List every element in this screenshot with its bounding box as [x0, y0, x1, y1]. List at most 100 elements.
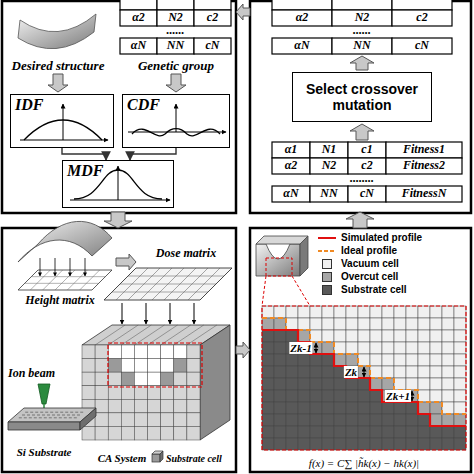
- ca-cell: [174, 413, 187, 427]
- text-label: NN: [353, 39, 370, 52]
- ca-cell: [406, 438, 418, 450]
- text-label: α2: [296, 11, 309, 24]
- ca-cell: [322, 306, 334, 318]
- ca-cell: [406, 366, 418, 378]
- ca-cell: [418, 342, 430, 354]
- ca-cell: [394, 378, 406, 390]
- ca-cell: [454, 426, 466, 438]
- plot-axis: [118, 166, 119, 200]
- ca-cell: [274, 390, 286, 402]
- ca-cell: [442, 390, 454, 402]
- ca-cell: [322, 402, 334, 414]
- text-label: c2: [361, 159, 372, 172]
- ca-cell: [454, 414, 466, 426]
- ca-cell: [430, 354, 442, 366]
- legend-swatch: [322, 272, 332, 282]
- ca-cell: [262, 378, 274, 390]
- legend-text: Simulated profile: [341, 232, 422, 243]
- text-label: Desired structure: [12, 59, 105, 73]
- ca-cell: [298, 366, 310, 378]
- ca-cell: [430, 414, 442, 426]
- grid-line: [108, 325, 138, 345]
- ca-cell: [358, 342, 370, 354]
- ca-cell: [442, 306, 454, 318]
- legend-text: Ideal profile: [341, 245, 397, 256]
- ca-cell: [286, 318, 298, 330]
- ca-cell: [382, 330, 394, 342]
- legend-entry: Substrate cell: [318, 284, 407, 295]
- ca-cell: [82, 372, 95, 386]
- table-cell: [348, 142, 386, 158]
- ideal-profile: [262, 318, 466, 414]
- ca-cell: [454, 354, 466, 366]
- ca-cell: [148, 413, 161, 427]
- ca-cell: [454, 342, 466, 354]
- ca-cell: [298, 330, 310, 342]
- table-cell: [310, 158, 348, 174]
- ca-cell: [134, 345, 147, 359]
- table-cell: [194, 38, 231, 54]
- ca-cell: [298, 354, 310, 366]
- ca-cell: [334, 342, 346, 354]
- height-arrow: [85, 258, 86, 276]
- ca-cell: [454, 306, 466, 318]
- ca-cell: [346, 330, 358, 342]
- height-surface: [18, 221, 112, 262]
- grid-line: [174, 325, 204, 345]
- ca-cell: [322, 354, 334, 366]
- grid-line: [25, 283, 99, 284]
- ca-cell: [442, 378, 454, 390]
- panel-frame: [250, 1, 471, 213]
- ca-cell: [382, 306, 394, 318]
- ca-cell: [174, 372, 187, 386]
- ca-cell: [430, 390, 442, 402]
- ca-cell: [298, 402, 310, 414]
- block-arrow: [350, 56, 374, 70]
- ca-cell: [161, 413, 174, 427]
- ca-cell: [406, 318, 418, 330]
- table-cell: [392, 0, 452, 10]
- ca-cell: [310, 330, 322, 342]
- ca-cell: [442, 414, 454, 426]
- table-cell: [120, 10, 157, 26]
- text-label: α1: [285, 143, 298, 156]
- text-label: Substrate cell: [166, 453, 222, 464]
- table-cell: [310, 142, 348, 158]
- grid-line: [112, 292, 208, 293]
- legend-text: Substrate cell: [341, 284, 407, 295]
- text-label: N2: [355, 11, 370, 24]
- ca-cell: [370, 330, 382, 342]
- ca-cell: [95, 386, 108, 400]
- ca-cell: [310, 378, 322, 390]
- grid-line: [31, 276, 105, 277]
- text-label: Si Substrate: [17, 446, 72, 458]
- text-label: αN: [294, 39, 309, 52]
- ca-cell: [121, 399, 134, 413]
- ca-cell: [148, 372, 161, 386]
- ca-cell: [286, 306, 298, 318]
- ca-cell: [430, 318, 442, 330]
- ca-cell: [430, 366, 442, 378]
- ca-cell: [274, 366, 286, 378]
- ca-cell: [418, 330, 430, 342]
- ca-cell: [322, 390, 334, 402]
- ca-cell: [174, 345, 187, 359]
- ca-cell: [346, 354, 358, 366]
- grid-line: [161, 325, 191, 345]
- ca-cell: [148, 345, 161, 359]
- ca-cell: [108, 386, 121, 400]
- ca-cell: [442, 342, 454, 354]
- ca-cell: [406, 402, 418, 414]
- ca-cell: [187, 372, 200, 386]
- ca-cell: [121, 426, 134, 440]
- dose-grid: [104, 268, 232, 300]
- ca-cell: [370, 402, 382, 414]
- ca-cell: [174, 359, 187, 373]
- text-label: c2: [416, 11, 427, 24]
- ca-cell: [370, 318, 382, 330]
- ca-cell: [262, 354, 274, 366]
- legend-line-sample: [318, 233, 336, 243]
- ca-cell: [418, 390, 430, 402]
- ca-cell: [382, 378, 394, 390]
- scan-path: [19, 417, 79, 418]
